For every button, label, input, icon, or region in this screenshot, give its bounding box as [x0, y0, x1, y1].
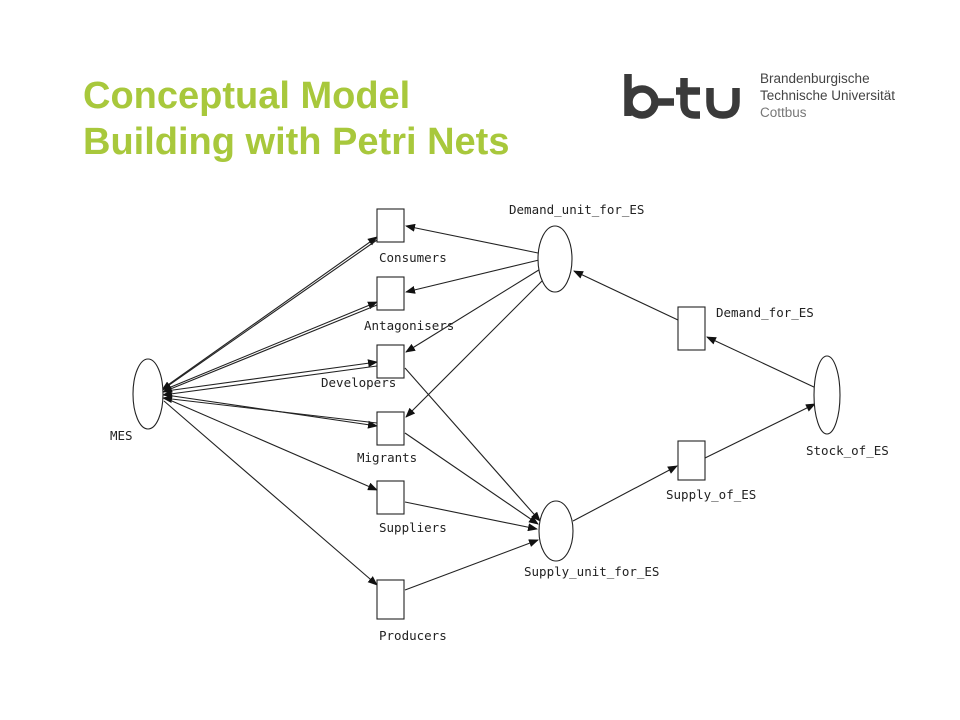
arc-migrants-mes — [162, 395, 378, 424]
label-demand-for-es: Demand_for_ES — [716, 305, 814, 320]
arc-developers-mes — [162, 365, 378, 398]
label-mes: MES — [110, 428, 133, 443]
place-demand-unit — [537, 225, 573, 293]
slide-title: Conceptual Model Building with Petri Net… — [83, 73, 509, 165]
arc-demand-unit-migrants — [405, 275, 548, 418]
transition-producers — [376, 579, 405, 620]
arc-consumers-mes — [161, 239, 378, 391]
label-demand-unit: Demand_unit_for_ES — [509, 202, 644, 217]
arc-producers-supply-unit — [404, 539, 539, 591]
transition-consumers — [376, 208, 405, 243]
label-supply-of-es: Supply_of_ES — [666, 487, 756, 502]
label-supply-unit: Supply_unit_for_ES — [524, 564, 659, 579]
arc-mes-antagonisers — [165, 301, 378, 390]
arc-supply-of-es-stock — [704, 403, 816, 459]
label-migrants: Migrants — [357, 450, 417, 465]
place-supply-unit — [538, 500, 574, 562]
btu-logo-mark — [624, 74, 740, 119]
transition-demand-for-es — [677, 306, 706, 351]
label-producers: Producers — [379, 628, 447, 643]
label-suppliers: Suppliers — [379, 520, 447, 535]
transition-antagonisers — [376, 276, 405, 311]
arc-stock-demand-for-es — [706, 336, 817, 389]
arc-mes-developers — [165, 359, 378, 392]
label-consumers: Consumers — [379, 250, 447, 265]
arc-mes-producers — [163, 400, 378, 586]
arc-developers-supply-unit — [404, 367, 541, 522]
arc-supply-unit-supply-of-es — [572, 465, 678, 522]
slide-title-line-1: Conceptual Model — [83, 75, 411, 117]
place-stock — [813, 355, 841, 435]
logo-line-3: Cottbus — [760, 105, 807, 120]
transition-developers — [376, 344, 405, 379]
arc-migrants-supply-unit — [404, 432, 539, 525]
label-stock: Stock_of_ES — [806, 443, 889, 458]
place-mes — [132, 358, 164, 430]
arc-demand-unit-antagonisers — [405, 259, 540, 294]
arc-demand-for-es-demand-unit — [573, 270, 679, 321]
arc-mes-suppliers — [164, 397, 378, 491]
transition-suppliers — [376, 480, 405, 515]
logo-text: Brandenburgische Technische Universität … — [760, 70, 895, 121]
arc-mes-consumers — [164, 236, 378, 388]
label-antagonisers: Antagonisers — [364, 318, 454, 333]
label-developers: Developers — [321, 375, 396, 390]
transition-migrants — [376, 411, 405, 446]
arc-suppliers-supply-unit — [404, 501, 538, 532]
slide-title-line-2: Building with Petri Nets — [83, 121, 510, 163]
arc-antagonisers-mes — [162, 304, 378, 393]
logo-line-1: Brandenburgische — [760, 71, 870, 86]
arc-demand-unit-developers — [405, 267, 543, 353]
university-logo: Brandenburgische Technische Universität … — [622, 70, 912, 125]
arc-demand-unit-consumers — [405, 223, 539, 254]
logo-line-2: Technische Universität — [760, 88, 896, 103]
transition-supply-of-es — [677, 440, 706, 481]
